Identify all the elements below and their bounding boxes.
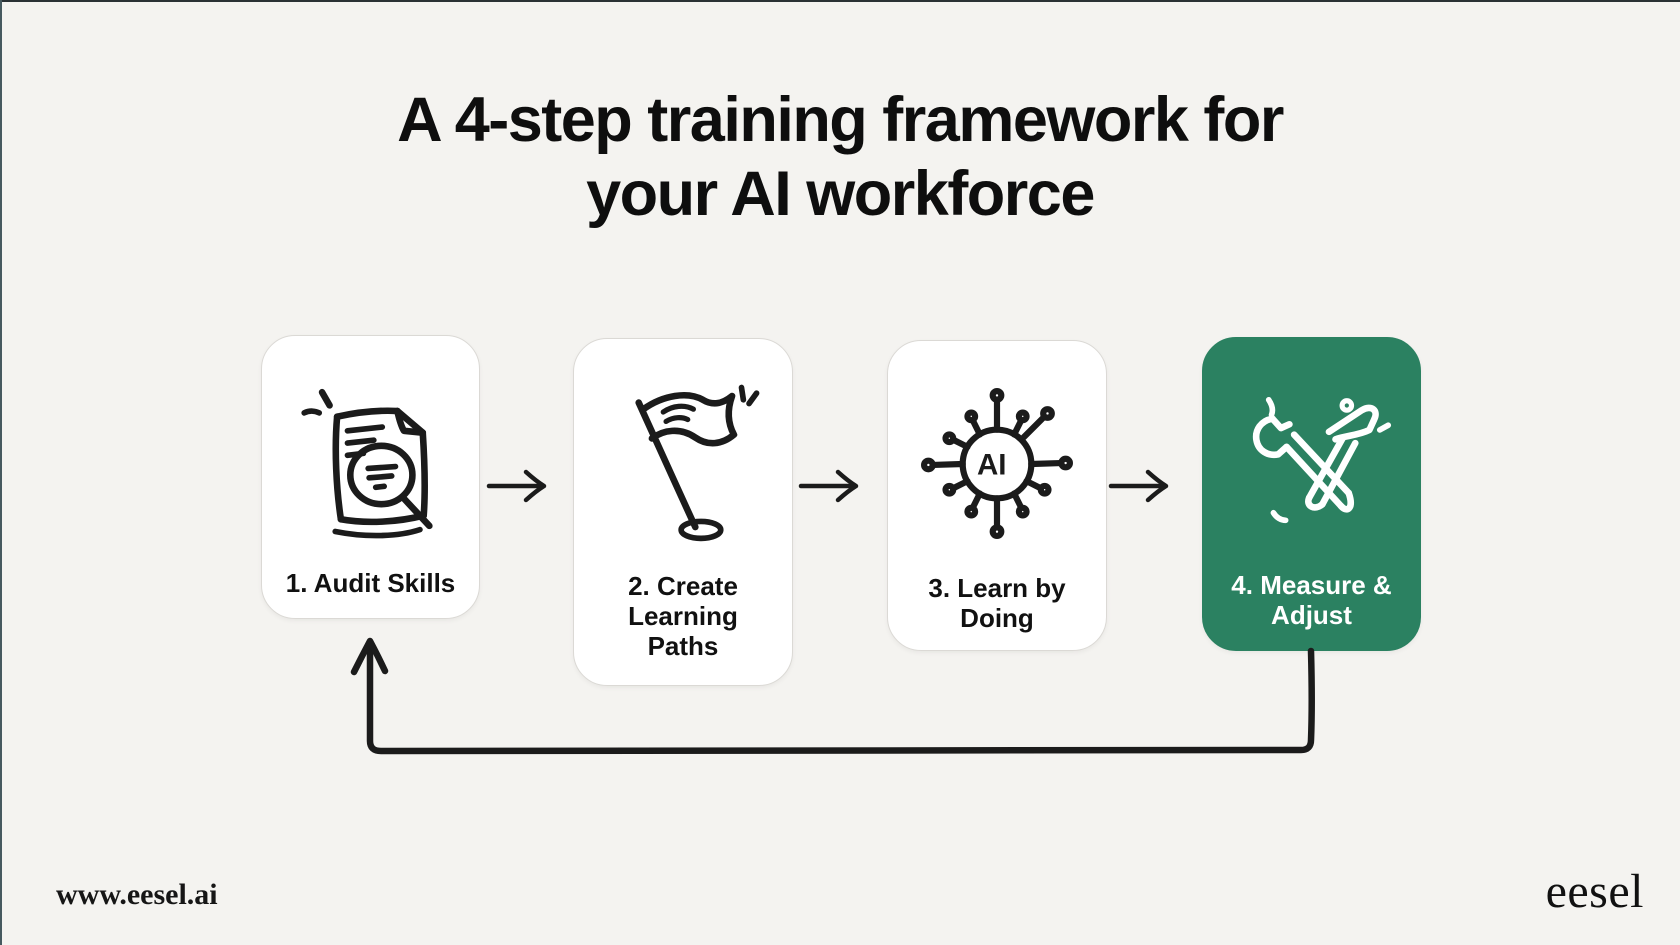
step-card-learn-by-doing: AI 3. Learn by Doing bbox=[887, 340, 1107, 651]
page-title: A 4-step training framework for your AI … bbox=[0, 84, 1680, 231]
document-search-icon bbox=[291, 364, 451, 554]
arrow-right-icon bbox=[1108, 469, 1169, 503]
eesel-logo: eesel bbox=[1545, 865, 1644, 918]
step-label: 2. Create Learning Paths bbox=[628, 571, 738, 662]
ai-chip-label: AI bbox=[977, 448, 1007, 481]
step-label: 3. Learn by Doing bbox=[928, 573, 1066, 634]
step-card-measure-adjust: 4. Measure & Adjust bbox=[1202, 337, 1421, 651]
website-url: www.eesel.ai bbox=[56, 878, 218, 911]
flag-icon bbox=[601, 367, 766, 557]
page-title-line2: your AI workforce bbox=[586, 158, 1095, 229]
arrow-right-icon bbox=[798, 469, 859, 503]
page-title-line1: A 4-step training framework for bbox=[397, 85, 1284, 155]
step-label: 4. Measure & Adjust bbox=[1231, 570, 1392, 631]
feedback-loop-arrow bbox=[350, 637, 1315, 755]
step-label: 1. Audit Skills bbox=[285, 568, 456, 598]
ai-chip-icon: AI bbox=[916, 369, 1078, 559]
step-card-audit-skills: 1. Audit Skills bbox=[261, 335, 480, 619]
arrow-right-icon bbox=[486, 469, 547, 503]
step-card-create-learning-paths: 2. Create Learning Paths bbox=[573, 338, 793, 686]
wrench-hammer-icon bbox=[1232, 366, 1392, 556]
top-edge-line bbox=[0, 0, 1680, 2]
left-edge-line bbox=[0, 0, 2, 945]
